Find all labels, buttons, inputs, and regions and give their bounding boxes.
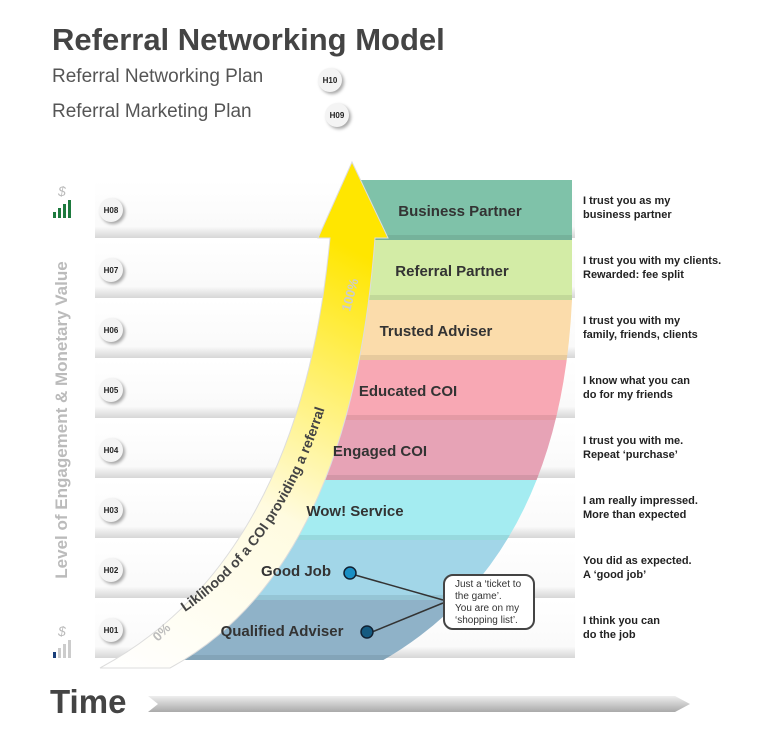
- quote-line: business partner: [583, 209, 672, 221]
- quote-line: Rewarded: fee split: [583, 269, 684, 281]
- quote-line: You did as expected.: [583, 555, 692, 567]
- good-job-marker: [343, 566, 357, 580]
- level-badge: H04: [99, 438, 123, 462]
- referral-likelihood-arrow: [99, 160, 389, 669]
- level-quote: I trust you as my business partner: [583, 194, 672, 222]
- dollar-top-icon: $: [57, 183, 66, 199]
- stage-label: Referral Partner: [395, 263, 509, 280]
- quote-line: I trust you with me.: [583, 435, 684, 447]
- level-quote: I trust you with my clients. Rewarded: fe…: [583, 254, 721, 282]
- stage-label: Good Job: [261, 563, 331, 580]
- callout-line-good-job: [354, 574, 444, 601]
- level-badge: H08: [99, 198, 123, 222]
- level-badge: H06: [99, 318, 123, 342]
- level-quote: I know what you can do for my friends: [583, 374, 690, 402]
- signal-low-icon: [53, 640, 71, 658]
- badge-h10: H10: [318, 68, 342, 92]
- callout-line: Just a ‘ticket to: [455, 579, 522, 590]
- dollar-bottom-icon: $: [57, 623, 66, 639]
- callout-line: the game’.: [455, 591, 502, 602]
- plan-referral-marketing: Referral Marketing Plan: [52, 101, 252, 122]
- x-axis-label: Time: [50, 683, 127, 720]
- level-badge: H02: [99, 558, 123, 582]
- quote-line: do the job: [583, 629, 636, 641]
- stage-label: Business Partner: [398, 203, 522, 220]
- level-badge: H05: [99, 378, 123, 402]
- stage-label: Trusted Adviser: [380, 323, 493, 340]
- quote-line: A ‘good job’: [583, 569, 647, 581]
- quote-line: family, friends, clients: [583, 329, 698, 341]
- quote-line: I know what you can: [583, 375, 690, 387]
- quote-line: I think you can: [583, 615, 661, 627]
- level-badge: H01: [99, 618, 123, 642]
- callout-box: Just a ‘ticket to the game’. You are on …: [443, 574, 535, 630]
- quote-line: I trust you as my: [583, 195, 671, 207]
- time-arrow: [148, 696, 690, 712]
- signal-high-icon: [53, 200, 71, 218]
- level-badge: H07: [99, 258, 123, 282]
- qualified-adviser-marker: [360, 625, 374, 639]
- quote-line: I trust you with my: [583, 315, 681, 327]
- y-axis-label: Level of Engagement & Monetary Value: [52, 261, 71, 579]
- quote-line: I am really impressed.: [583, 495, 698, 507]
- level-quote: I trust you with me. Repeat ‘purchase’: [583, 434, 683, 462]
- level-quote: You did as expected. A ‘good job’: [583, 554, 692, 582]
- quote-line: Repeat ‘purchase’: [583, 449, 678, 461]
- stage-label: Qualified Adviser: [221, 623, 344, 640]
- page-title: Referral Networking Model: [52, 22, 445, 57]
- plan-referral-networking: Referral Networking Plan: [52, 66, 264, 87]
- quote-line: do for my friends: [583, 389, 673, 401]
- level-badge: H03: [99, 498, 123, 522]
- quote-line: I trust you with my clients.: [583, 255, 722, 267]
- stage-label: Wow! Service: [306, 503, 403, 520]
- callout-line: ‘shopping list’.: [455, 615, 518, 626]
- level-quote: I am really impressed. More than expected: [583, 494, 698, 522]
- callout-line-qualified: [371, 602, 444, 633]
- stage-label: Educated COI: [359, 383, 457, 400]
- level-quote: I think you can do the job: [583, 614, 660, 642]
- stage-label: Engaged COI: [333, 443, 427, 460]
- quote-line: More than expected: [583, 509, 687, 521]
- level-quote: I trust you with my family, friends, clie…: [583, 314, 698, 342]
- badge-h09: H09: [325, 103, 349, 127]
- callout-line: You are on my: [455, 603, 520, 614]
